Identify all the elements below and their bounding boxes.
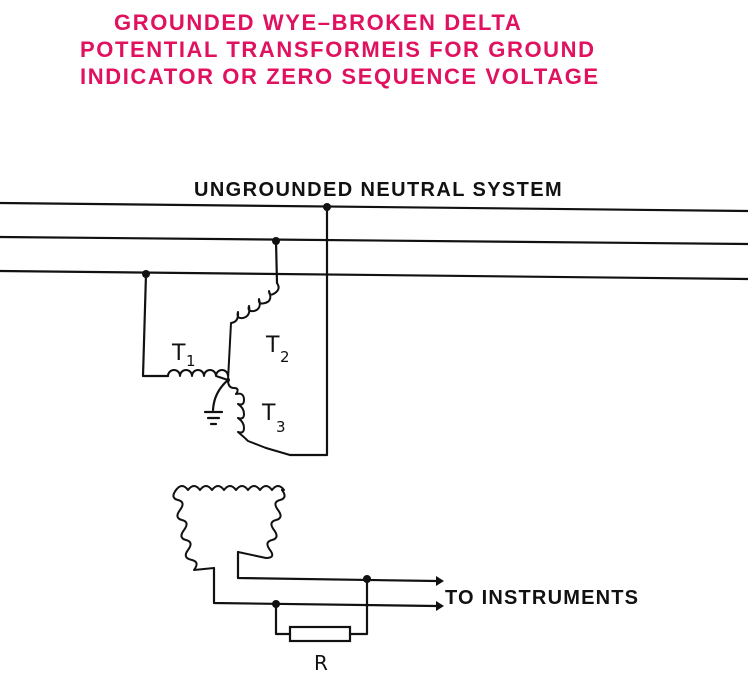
t1-subscript: 1: [186, 352, 196, 370]
t2-winding: [227, 282, 280, 381]
resistor-label: R: [314, 651, 328, 675]
t1-winding: [167, 369, 229, 381]
resistor-wire-left: [274, 602, 292, 636]
t1-lead-wire: [141, 272, 170, 378]
title-line-1: GROUNDED WYE–BROKEN DELTA: [114, 10, 523, 35]
t2-subscript: 2: [280, 348, 290, 366]
title-line-2: POTENTIAL TRANSFORMEIS FOR GROUND: [80, 37, 596, 62]
phase-line-b: [0, 235, 748, 246]
resistor-wire-right: [348, 577, 369, 636]
title-line-3: INDICATOR OR ZERO SEQUENCE VOLTAGE: [80, 64, 600, 89]
t3-subscript: 3: [276, 418, 286, 436]
delta-left-winding: [172, 489, 215, 571]
t3-winding: [227, 379, 267, 449]
t3-lead-wire: [264, 205, 329, 457]
ground-symbol-icon: [203, 410, 224, 426]
t2-label: T: [265, 333, 280, 358]
system-label: UNGROUNDED NEUTRAL SYSTEM: [194, 179, 563, 201]
arrow-lower-icon: [436, 601, 444, 611]
delta-right-winding: [237, 489, 286, 559]
delta-top-winding: [175, 485, 285, 491]
arrow-upper-icon: [436, 576, 444, 586]
resistor-icon: [288, 625, 352, 643]
t1-label: T: [171, 341, 186, 366]
output-lead-upper: [236, 550, 438, 583]
ground-lead-wire: [211, 378, 230, 412]
t2-lead-wire: [274, 239, 279, 285]
phase-line-a: [0, 201, 748, 213]
output-lead-lower: [212, 566, 438, 608]
t3-label: T: [261, 401, 276, 426]
to-instruments-label: TO INSTRUMENTS: [445, 587, 639, 609]
phase-line-c: [0, 269, 748, 281]
